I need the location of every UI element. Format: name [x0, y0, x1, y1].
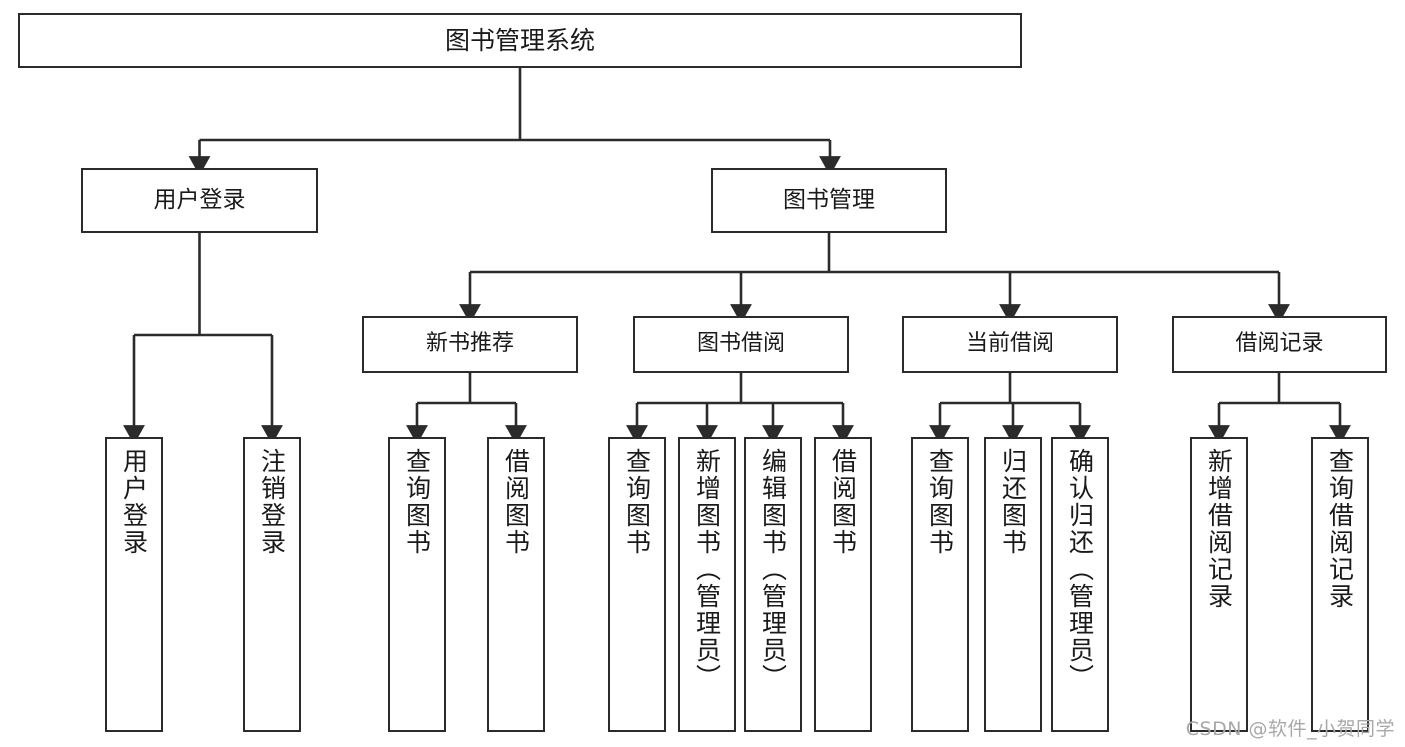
node-new-book-recommend[interactable]: 新书推荐 — [362, 316, 578, 373]
node-book-manage[interactable]: 图书管理 — [711, 168, 947, 233]
leaf-return-book[interactable]: 归还图书 — [984, 437, 1042, 732]
leaf-query-book-3-label: 查询图书 — [925, 448, 955, 556]
leaf-add-book-label: 新增图书（管理员） — [692, 448, 722, 691]
leaf-user-login-label: 用户登录 — [119, 448, 149, 556]
leaf-add-book[interactable]: 新增图书（管理员） — [678, 437, 736, 732]
leaf-borrow-book-2-label: 借阅图书 — [828, 448, 858, 556]
node-borrow-record-label: 借阅记录 — [1235, 331, 1324, 357]
leaf-borrow-book-2[interactable]: 借阅图书 — [814, 437, 872, 732]
node-root-label: 图书管理系统 — [444, 25, 595, 55]
leaf-logout[interactable]: 注销登录 — [243, 437, 301, 732]
leaf-return-book-label: 归还图书 — [998, 448, 1028, 556]
watermark: CSDN @软件_小贺同学 — [1185, 718, 1395, 740]
leaf-query-book-3[interactable]: 查询图书 — [911, 437, 969, 732]
node-book-borrow[interactable]: 图书借阅 — [633, 316, 849, 373]
leaf-query-book-2-label: 查询图书 — [622, 448, 652, 556]
leaf-confirm-return[interactable]: 确认归还（管理员） — [1051, 437, 1109, 732]
leaf-query-book-2[interactable]: 查询图书 — [608, 437, 666, 732]
leaf-query-record-label: 查询借阅记录 — [1325, 448, 1355, 610]
node-user-login-label: 用户登录 — [153, 186, 246, 213]
leaf-borrow-book-1-label: 借阅图书 — [501, 448, 531, 556]
node-root[interactable]: 图书管理系统 — [18, 13, 1022, 68]
leaf-logout-label: 注销登录 — [257, 448, 287, 556]
node-book-borrow-label: 图书借阅 — [696, 331, 785, 357]
leaf-edit-book[interactable]: 编辑图书（管理员） — [744, 437, 802, 732]
node-current-borrow-label: 当前借阅 — [965, 331, 1054, 357]
node-borrow-record[interactable]: 借阅记录 — [1172, 316, 1387, 373]
leaf-user-login[interactable]: 用户登录 — [105, 437, 163, 732]
leaf-add-record[interactable]: 新增借阅记录 — [1190, 437, 1248, 732]
node-new-book-recommend-label: 新书推荐 — [425, 331, 514, 357]
node-current-borrow[interactable]: 当前借阅 — [902, 316, 1118, 373]
leaf-borrow-book-1[interactable]: 借阅图书 — [487, 437, 545, 732]
leaf-query-book-1-label: 查询图书 — [402, 448, 432, 556]
node-user-login[interactable]: 用户登录 — [81, 168, 318, 233]
node-book-manage-label: 图书管理 — [783, 186, 875, 213]
leaf-edit-book-label: 编辑图书（管理员） — [758, 448, 788, 691]
leaf-add-record-label: 新增借阅记录 — [1204, 448, 1234, 610]
leaf-query-record[interactable]: 查询借阅记录 — [1311, 437, 1369, 732]
leaf-confirm-return-label: 确认归还（管理员） — [1065, 448, 1095, 691]
leaf-query-book-1[interactable]: 查询图书 — [388, 437, 446, 732]
